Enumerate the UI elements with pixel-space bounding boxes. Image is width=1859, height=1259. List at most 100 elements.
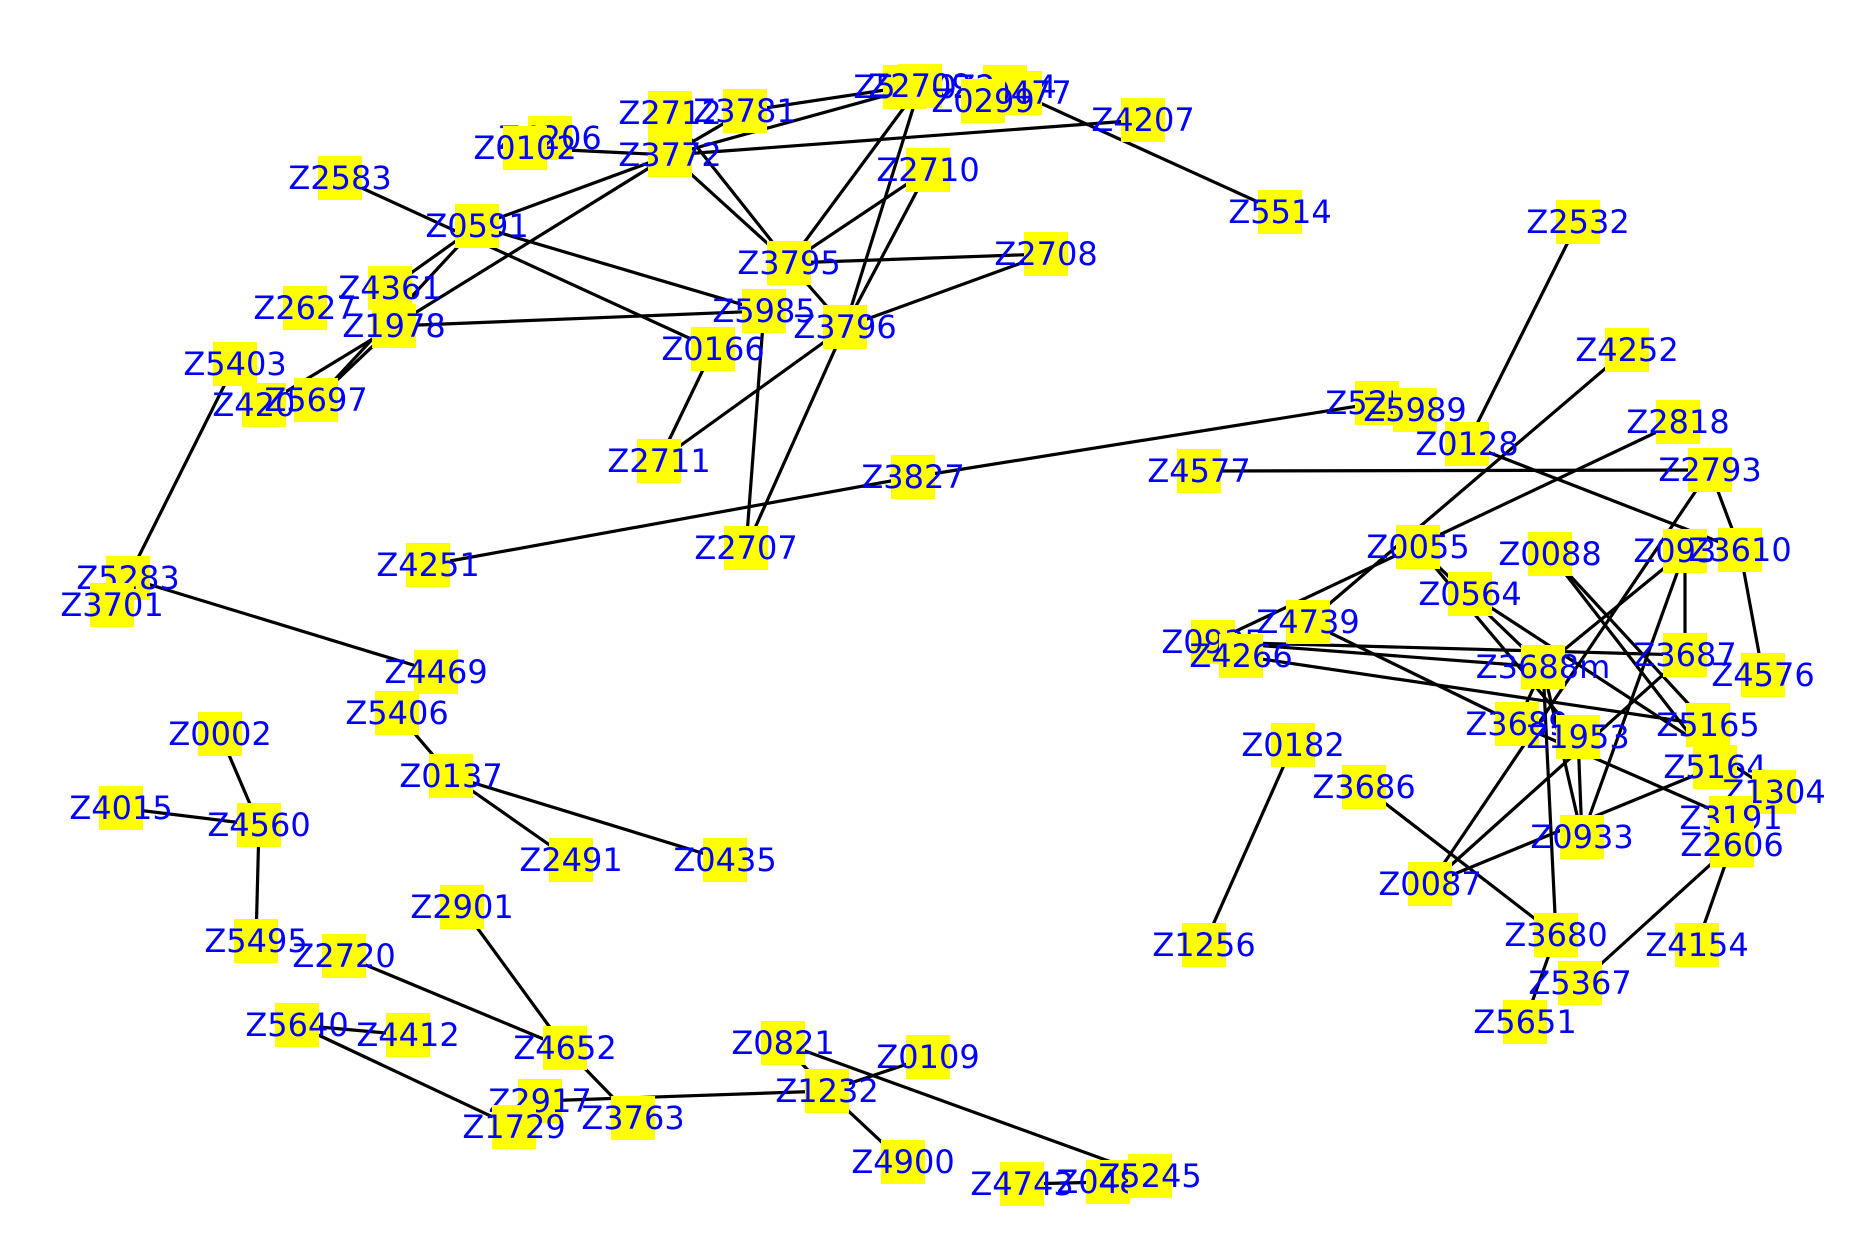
node-Z4154: Z4154 bbox=[1645, 923, 1749, 967]
node-marker bbox=[891, 455, 935, 499]
node-label: Z4577 bbox=[1147, 452, 1250, 490]
node-Z2818: Z2818 bbox=[1626, 400, 1730, 444]
node-Z4652: Z4652 bbox=[513, 1026, 617, 1070]
node-Z0435: Z0435 bbox=[673, 838, 777, 882]
edge-Z2901-Z4652 bbox=[460, 905, 567, 1050]
node-marker bbox=[1686, 703, 1730, 747]
node-marker bbox=[1258, 190, 1302, 234]
edge-Z3795-Z2708 bbox=[787, 252, 1048, 265]
node-marker bbox=[406, 543, 450, 587]
node-marker bbox=[1286, 600, 1330, 644]
edge-Z5640-Z1729 bbox=[295, 1023, 516, 1129]
node-Z0166: Z0166 bbox=[661, 327, 765, 371]
node-marker bbox=[823, 305, 867, 349]
node-marker bbox=[724, 526, 768, 570]
node-label: Z5514 bbox=[1228, 193, 1331, 231]
node-label: Z1232 bbox=[775, 1072, 878, 1110]
node-label: Z0087 bbox=[1378, 865, 1481, 903]
node-label: Z5367 bbox=[1528, 964, 1631, 1002]
node-Z0109: Z0109 bbox=[876, 1035, 980, 1079]
node-Z2710: Z2710 bbox=[876, 148, 980, 192]
node-Z3827: Z3827 bbox=[861, 455, 965, 499]
node-marker bbox=[1445, 422, 1489, 466]
node-marker bbox=[1121, 98, 1165, 142]
node-Z5514: Z5514 bbox=[1228, 190, 1332, 234]
node-marker bbox=[1182, 923, 1226, 967]
node-label: Z5164 bbox=[1663, 748, 1766, 786]
node-Z5403: Z5403 bbox=[183, 342, 287, 386]
node-marker bbox=[372, 304, 416, 348]
node-Z5985: Z5985 bbox=[712, 289, 816, 333]
edge-Z3796-Z2711 bbox=[657, 325, 847, 463]
edge-Z0934-Z3688m bbox=[1541, 549, 1687, 669]
edge-Z2720-Z4652 bbox=[342, 954, 567, 1050]
node-Z4743: Z4743 bbox=[970, 1162, 1074, 1206]
node-label: Z3796 bbox=[793, 308, 896, 346]
node-Z3689: Z3689 bbox=[1465, 702, 1569, 746]
edge-Z4266-Z5165 bbox=[1239, 654, 1710, 727]
node-Z3781: Z3781 bbox=[693, 89, 797, 133]
node-marker bbox=[375, 691, 419, 735]
node-Z3610: Z3610 bbox=[1688, 528, 1792, 572]
node-label: Z0128 bbox=[1415, 425, 1518, 463]
node-Z4266: Z4266 bbox=[1189, 634, 1293, 678]
node-label: Z5165 bbox=[1656, 706, 1759, 744]
node-marker bbox=[1271, 723, 1315, 767]
node-marker bbox=[742, 289, 786, 333]
node-Z0591: Z0591 bbox=[425, 204, 529, 248]
node-marker bbox=[1663, 529, 1707, 573]
node-marker bbox=[1448, 572, 1492, 616]
node-marker bbox=[761, 1021, 805, 1065]
node-label: Z4743 bbox=[970, 1165, 1073, 1203]
node-label: Z0002 bbox=[168, 715, 271, 753]
graph-nodes: Z2712Z3781Z5620Z2709Z2994Z0477Z0299Z4207… bbox=[60, 64, 1826, 1206]
edge-Z5251-Z3827 bbox=[911, 401, 1379, 479]
node-Z4015: Z4015 bbox=[69, 786, 173, 830]
edge-Z3781-Z5620 bbox=[743, 85, 907, 113]
edge-Z0934-Z0933 bbox=[1580, 549, 1687, 839]
node-Z1256: Z1256 bbox=[1152, 923, 1256, 967]
node-marker bbox=[648, 91, 692, 135]
node-marker bbox=[1528, 532, 1572, 576]
node-label: Z5406 bbox=[345, 694, 448, 732]
node-marker bbox=[549, 838, 593, 882]
node-marker bbox=[1534, 913, 1578, 957]
node-label: Z0137 bbox=[399, 757, 502, 795]
node-label: Z3701 bbox=[60, 586, 163, 624]
node-marker bbox=[723, 89, 767, 133]
node-marker bbox=[1656, 400, 1700, 444]
node-label: Z5403 bbox=[183, 345, 286, 383]
node-Z5640: Z5640 bbox=[245, 1003, 349, 1047]
node-label: Z3689 bbox=[1465, 705, 1568, 743]
edge-Z3689-Z3191 bbox=[1515, 722, 1733, 820]
node-marker bbox=[998, 71, 1042, 115]
node-Z2711: Z2711 bbox=[607, 439, 711, 483]
node-label: Z0564 bbox=[1418, 575, 1521, 613]
node-marker bbox=[1560, 815, 1604, 859]
node-label: Z2606 bbox=[1680, 826, 1783, 864]
edge-Z4015-Z4560 bbox=[119, 806, 261, 827]
node-marker bbox=[1495, 702, 1539, 746]
node-Z0055: Z0055 bbox=[1366, 525, 1470, 569]
node-Z2606: Z2606 bbox=[1680, 823, 1784, 867]
node-Z4251: Z4251 bbox=[376, 543, 480, 587]
node-marker bbox=[611, 1096, 655, 1140]
node-marker bbox=[1342, 765, 1386, 809]
node-Z4252: Z4252 bbox=[1575, 328, 1679, 372]
node-marker bbox=[961, 79, 1005, 123]
node-label: Z1978 bbox=[342, 307, 445, 345]
node-Z0564: Z0564 bbox=[1418, 572, 1522, 616]
node-label: Z2532 bbox=[1526, 203, 1629, 241]
node-marker bbox=[440, 885, 484, 929]
node-Z1232: Z1232 bbox=[775, 1069, 879, 1113]
node-marker bbox=[767, 241, 811, 285]
node-Z5651: Z5651 bbox=[1473, 1000, 1577, 1044]
node-Z3763: Z3763 bbox=[581, 1096, 685, 1140]
node-Z5165: Z5165 bbox=[1656, 703, 1760, 747]
node-marker bbox=[1177, 449, 1221, 493]
node-label: Z4361 bbox=[338, 269, 441, 307]
node-Z0087: Z0087 bbox=[1378, 862, 1482, 906]
node-label: Z1953 bbox=[1526, 718, 1629, 756]
node-marker bbox=[234, 919, 278, 963]
node-label: Z2708 bbox=[994, 235, 1097, 273]
